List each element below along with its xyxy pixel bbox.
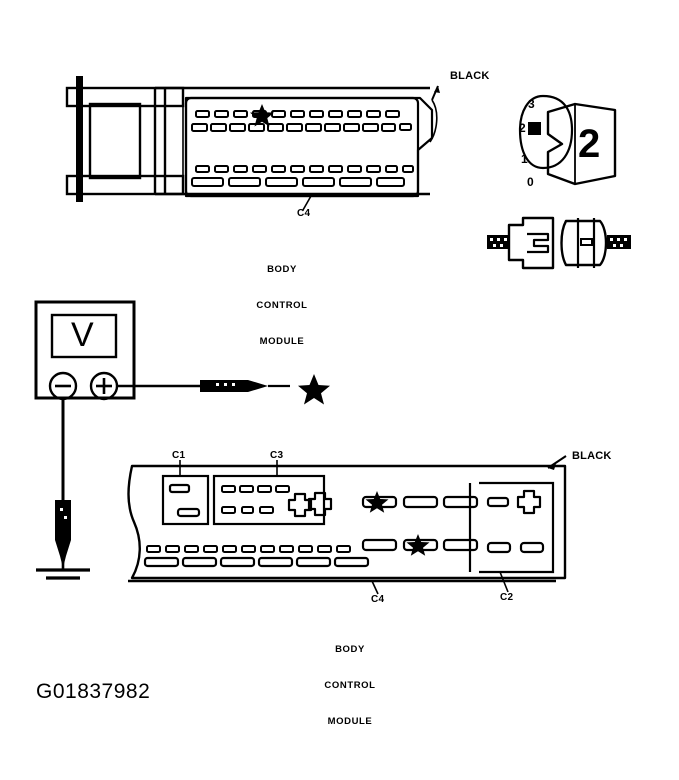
connector-position-dial: [518, 94, 617, 186]
dial-selected-value: 2: [578, 122, 601, 166]
dial-tick-2: 2: [519, 121, 526, 135]
inline-connector-pair: [487, 216, 631, 270]
cavity-row-4: [191, 177, 405, 187]
dial-tick-1: 1: [521, 152, 528, 166]
c4-label-leader-top: [302, 195, 312, 211]
wire-stub-left: [487, 235, 509, 249]
positive-probe: [200, 380, 290, 392]
c3-label: C3: [270, 450, 284, 461]
c2-label-leader: [499, 571, 509, 593]
top-body-control-module: [65, 76, 440, 211]
dial-tick-0: 0: [527, 175, 534, 189]
wire-stub-right: [607, 235, 631, 249]
c4-right-cavity-group: [361, 491, 479, 556]
c2-connector-block: [468, 481, 555, 574]
c4-label-leader-bottom: [371, 580, 379, 595]
meter-display: [50, 313, 118, 359]
module-name-line-1: BODY: [335, 644, 365, 655]
c1-connector-block: [161, 474, 210, 526]
c4-cavity-rows: [191, 104, 414, 187]
top-module-name: BODY CONTROL MODULE: [232, 240, 332, 372]
positive-terminal: [89, 371, 119, 401]
meter-display-symbol: V: [71, 316, 94, 354]
black-wire-label-bottom: BLACK: [572, 450, 612, 462]
c4-main-cavity-grid: [143, 545, 370, 568]
black-wire-leader-bottom: [547, 455, 567, 470]
c4-connector-shell: [184, 96, 434, 198]
earth-ground-icon: [36, 568, 90, 580]
probe-target-star: [298, 374, 330, 405]
c1-label: C1: [172, 450, 186, 461]
test-point-star: [406, 534, 430, 556]
c2-label: C2: [500, 592, 514, 603]
dial-tick-3: 3: [528, 97, 535, 111]
module-name-line-3: MODULE: [327, 716, 373, 727]
cavity-row-3: [195, 165, 414, 173]
black-wire-leader-top: [429, 85, 440, 143]
test-point-star: [250, 104, 274, 127]
black-wire-label-top: BLACK: [450, 70, 490, 82]
module-name-line-2: CONTROL: [256, 300, 308, 311]
c4-label-bottom: C4: [371, 594, 385, 605]
bracket-rail: [76, 76, 83, 202]
figure-id: G01837982: [36, 680, 151, 703]
module-body: [153, 86, 430, 196]
bottom-module-name: BODY CONTROL MODULE: [300, 620, 400, 752]
module-name-line-1: BODY: [267, 264, 297, 275]
test-point-star: [365, 491, 389, 513]
module-name-line-2: CONTROL: [324, 680, 376, 691]
c4-label-top: C4: [297, 208, 311, 219]
c3-connector-block: [212, 474, 333, 526]
bottom-body-control-module: [127, 455, 567, 595]
negative-terminal: [48, 371, 78, 401]
cavity-row-2: [191, 123, 412, 132]
ground-probe: [55, 500, 71, 570]
cavity-row-1: [195, 104, 400, 127]
module-name-line-3: MODULE: [259, 336, 305, 347]
voltmeter: [34, 300, 200, 500]
